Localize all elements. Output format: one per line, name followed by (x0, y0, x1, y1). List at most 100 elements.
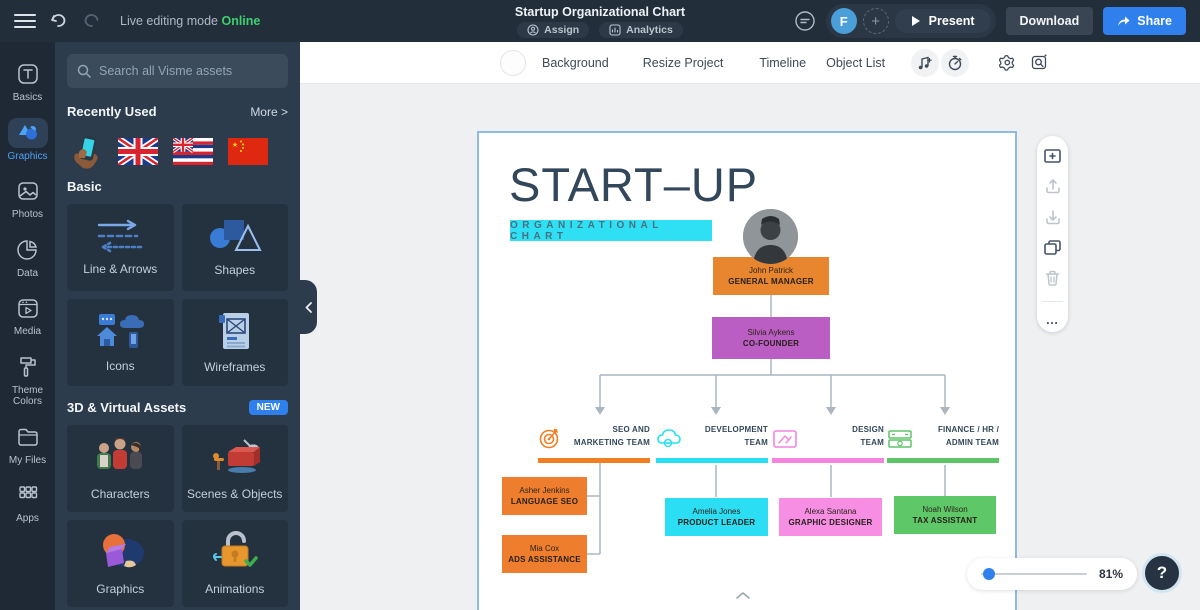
settings-button[interactable] (993, 49, 1021, 77)
background-button[interactable]: Background (542, 55, 609, 70)
mode-label: Live editing mode (120, 14, 218, 28)
team-name-line2: MARKETING TEAM (573, 438, 650, 448)
tile-label: Characters (90, 487, 150, 501)
arrow-up-tray-icon (1045, 179, 1060, 194)
sidebar-item-graphics[interactable]: Graphics (0, 111, 55, 170)
panel-collapse-handle[interactable] (300, 280, 317, 334)
org-node-language-seo[interactable]: Asher Jenkins LANGUAGE SEO (502, 477, 587, 515)
delete-slide-button[interactable] (1045, 270, 1060, 286)
present-label: Present (928, 14, 975, 28)
tile-wireframes[interactable]: Wireframes (181, 299, 288, 386)
sidebar-item-basics[interactable]: Basics (0, 52, 55, 111)
assign-person-icon (527, 23, 539, 36)
left-rail: Basics Graphics Photos Data Media Theme … (0, 42, 55, 610)
share-label: Share (1137, 14, 1172, 28)
move-slide-down-button[interactable] (1045, 209, 1061, 225)
recent-asset-phone-hand[interactable] (69, 132, 103, 170)
sidebar-item-data[interactable]: Data (0, 228, 55, 287)
sidebar-label: Media (13, 326, 42, 337)
sidebar-item-apps[interactable]: Apps (0, 473, 55, 532)
download-button[interactable]: Download (1005, 7, 1094, 35)
team-seo-marketing[interactable]: SEO AND MARKETING TEAM (538, 423, 650, 463)
tile-icons[interactable]: Icons (67, 299, 174, 386)
redo-button[interactable] (82, 13, 100, 29)
manager-photo[interactable] (743, 209, 798, 264)
slide-tools: … (1037, 136, 1068, 332)
org-node-ads-assistance[interactable]: Mia Cox ADS ASSISTANCE (502, 535, 587, 573)
resize-project-button[interactable]: Resize Project (642, 55, 724, 70)
present-button[interactable]: Present (894, 9, 991, 33)
org-node-co-founder[interactable]: Silvia Aykens CO-FOUNDER (712, 317, 830, 359)
preview-button[interactable] (1025, 49, 1053, 77)
chart-title[interactable]: START–UP (509, 158, 759, 211)
more-options-button[interactable]: … (1045, 312, 1060, 327)
tile-characters[interactable]: Characters (67, 425, 174, 512)
team-name-line1: FINANCE / HR / (937, 425, 999, 434)
apps-icon (18, 486, 37, 499)
assign-button[interactable]: Assign (517, 21, 590, 38)
project-title[interactable]: Startup Organizational Chart (514, 4, 686, 19)
zoom-slider[interactable] (981, 568, 1087, 580)
add-collaborator-button[interactable]: + (862, 8, 889, 34)
target-icon (538, 426, 562, 455)
recent-asset-china-flag[interactable] (228, 137, 268, 165)
zoom-slider-handle[interactable] (983, 568, 996, 580)
analytics-button[interactable]: Analytics (599, 21, 683, 38)
shapes-icon (209, 220, 262, 251)
tile-3d-graphics[interactable]: Graphics (67, 520, 174, 607)
team-name-line1: DEVELOPMENT (704, 425, 768, 434)
more-link[interactable]: More > (250, 104, 288, 119)
design-page[interactable]: START–UP ORGANIZATIONAL CHART John Patri… (477, 131, 1017, 610)
icons-icon (97, 314, 145, 348)
menu-icon[interactable] (14, 14, 36, 28)
tile-scenes-objects[interactable]: Scenes & Objects (181, 425, 288, 512)
move-slide-up-button[interactable] (1045, 178, 1061, 194)
tile-label: Wireframes (204, 360, 266, 374)
add-slide-button[interactable] (1044, 149, 1061, 163)
recently-used-items (69, 131, 286, 171)
team-design[interactable]: DESIGN TEAM (772, 423, 884, 463)
add-audio-button[interactable] (911, 48, 940, 77)
help-button[interactable]: ? (1142, 553, 1182, 593)
stopwatch-icon (948, 55, 962, 70)
comment-icon (794, 11, 815, 31)
comments-button[interactable] (794, 10, 816, 32)
slide-panel-chevron[interactable] (735, 586, 751, 604)
search-input[interactable] (99, 64, 278, 78)
background-color-swatch[interactable] (500, 49, 526, 76)
sidebar-item-photos[interactable]: Photos (0, 169, 55, 228)
recent-asset-hawaii-flag[interactable] (173, 137, 213, 165)
share-icon (1118, 16, 1130, 26)
timeline-button[interactable]: Timeline (759, 55, 807, 70)
team-finance-hr-admin[interactable]: FINANCE / HR / ADMIN TEAM (887, 423, 999, 463)
search-box[interactable] (67, 54, 288, 88)
zoom-level: 81% (1098, 567, 1123, 581)
sidebar-item-theme-colors[interactable]: Theme Colors (0, 345, 55, 415)
trash-icon (1045, 270, 1060, 286)
node-role: ADS ASSISTANCE (508, 555, 581, 564)
sidebar-item-my-files[interactable]: My Files (0, 415, 55, 474)
tile-animations[interactable]: Animations (181, 520, 288, 607)
share-button[interactable]: Share (1103, 7, 1186, 35)
org-node-tax-assistant[interactable]: Noah Wilson TAX ASSISTANT (894, 496, 996, 534)
gear-icon (998, 55, 1014, 71)
live-editing-status: Live editing mode Online (120, 14, 260, 28)
org-node-graphic-designer[interactable]: Alexa Santana GRAPHIC DESIGNER (779, 498, 882, 536)
mode-status: Online (221, 14, 261, 28)
user-avatar[interactable]: F (830, 8, 857, 34)
recent-asset-uk-flag[interactable] (118, 137, 158, 165)
sidebar-item-media[interactable]: Media (0, 286, 55, 345)
team-underline (538, 458, 650, 463)
chart-subtitle[interactable]: ORGANIZATIONAL CHART (510, 220, 712, 242)
duplicate-slide-button[interactable] (1044, 240, 1061, 255)
tile-line-arrows[interactable]: Line & Arrows (67, 204, 174, 291)
org-node-product-leader[interactable]: Amelia Jones PRODUCT LEADER (665, 498, 768, 536)
add-slide-icon (1044, 149, 1061, 163)
team-underline (656, 458, 768, 463)
team-development[interactable]: DEVELOPMENT TEAM (656, 423, 768, 463)
undo-button[interactable] (50, 13, 68, 29)
tile-shapes[interactable]: Shapes (181, 204, 288, 291)
tile-label: Shapes (214, 263, 256, 277)
object-list-button[interactable]: Object List (826, 55, 886, 70)
timer-button[interactable] (941, 48, 970, 77)
